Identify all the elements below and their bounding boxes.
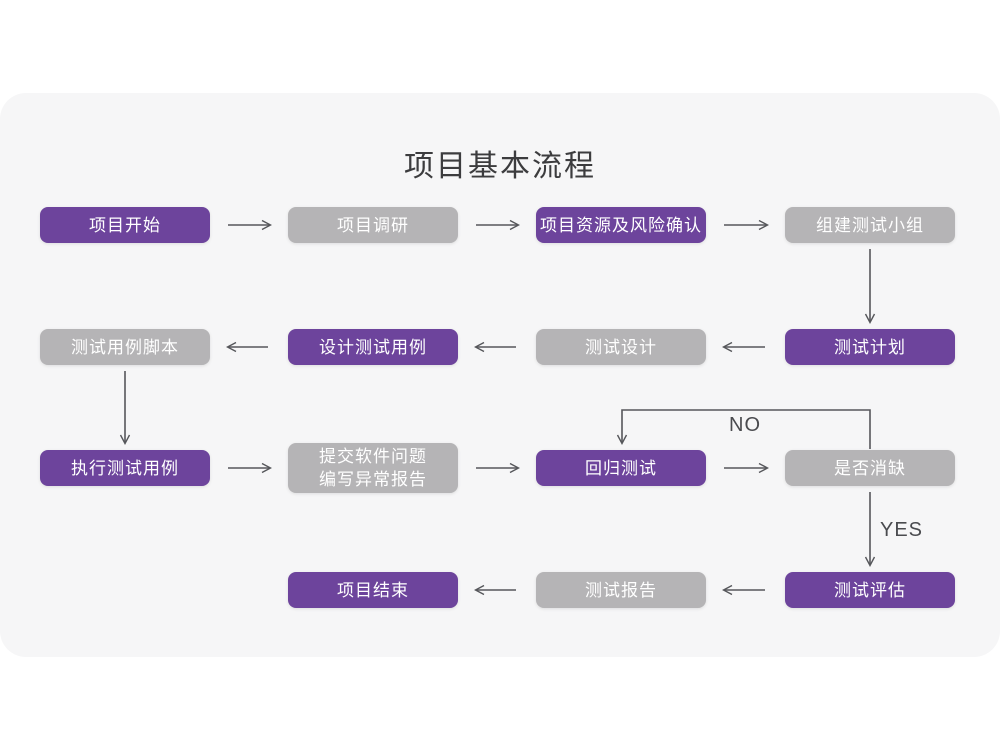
node-project-end: 项目结束 <box>288 572 458 608</box>
node-test-report: 测试报告 <box>536 572 706 608</box>
node-defect-resolved: 是否消缺 <box>785 450 955 486</box>
node-test-case-script: 测试用例脚本 <box>40 329 210 365</box>
flowchart-card <box>0 93 1000 657</box>
node-submit-issues-report: 提交软件问题 编写异常报告 <box>288 443 458 493</box>
node-form-test-team: 组建测试小组 <box>785 207 955 243</box>
no-branch-label: NO <box>729 414 761 436</box>
yes-branch-label: YES <box>880 519 924 541</box>
node-regression-test: 回归测试 <box>536 450 706 486</box>
node-test-design: 测试设计 <box>536 329 706 365</box>
node-project-research: 项目调研 <box>288 207 458 243</box>
node-design-test-cases: 设计测试用例 <box>288 329 458 365</box>
diagram-title: 项目基本流程 <box>404 150 596 183</box>
node-project-start: 项目开始 <box>40 207 210 243</box>
node-test-plan: 测试计划 <box>785 329 955 365</box>
node-execute-test-cases: 执行测试用例 <box>40 450 210 486</box>
node-project-resources-risk: 项目资源及风险确认 <box>536 207 706 243</box>
node-test-evaluation: 测试评估 <box>785 572 955 608</box>
